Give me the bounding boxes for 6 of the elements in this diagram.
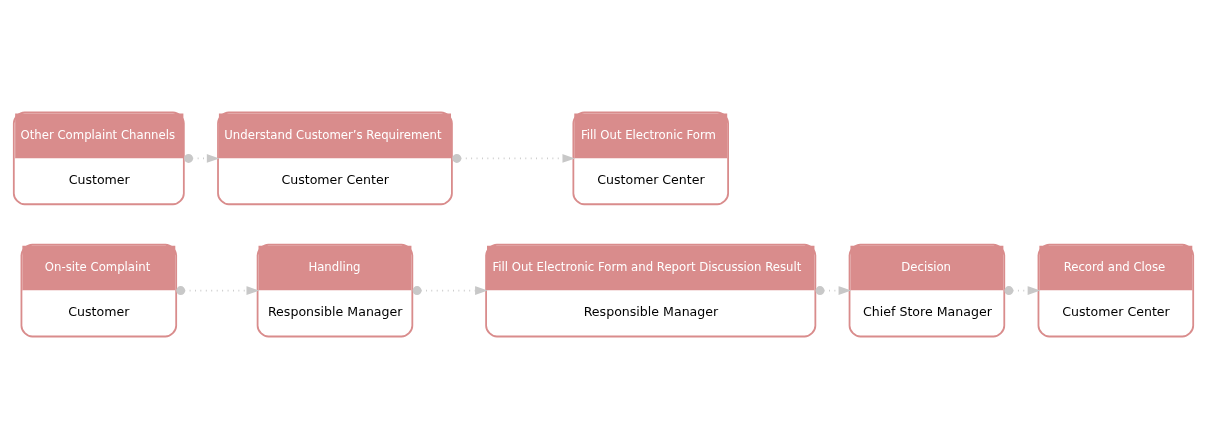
- arrow: [452, 153, 576, 163]
- arrow: [815, 285, 852, 295]
- arrow: [184, 153, 220, 163]
- arrow: [176, 285, 260, 295]
- arrow: [1004, 285, 1041, 295]
- arrow: [412, 285, 488, 295]
